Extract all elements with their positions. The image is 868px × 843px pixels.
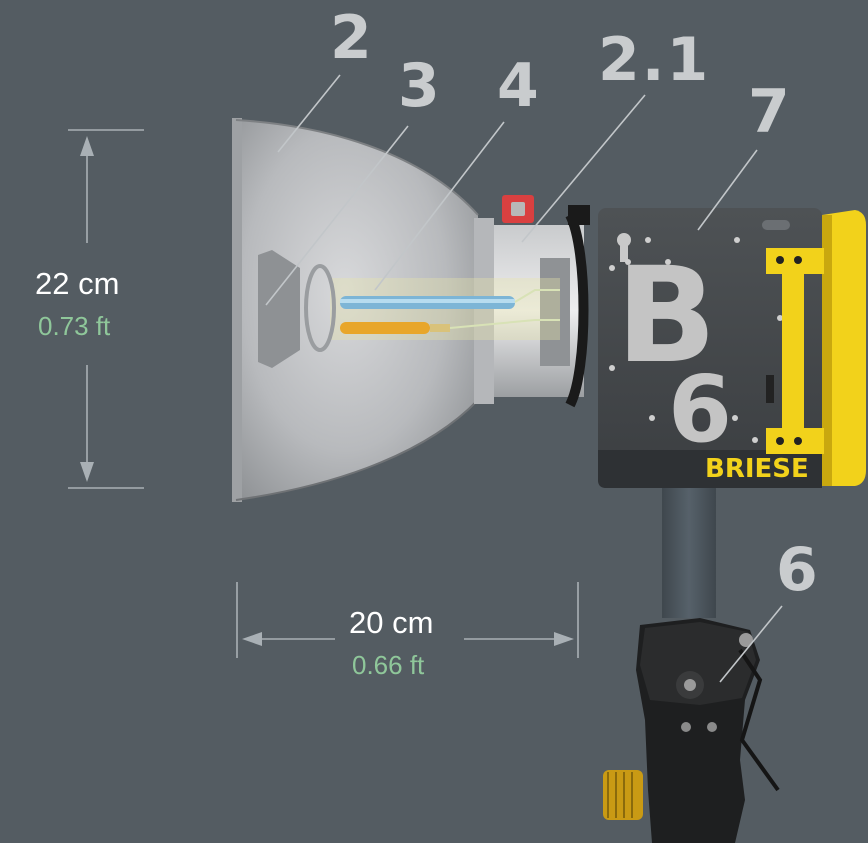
model-letter: B bbox=[616, 239, 717, 393]
head-body bbox=[598, 208, 822, 488]
callout-6: 6 bbox=[776, 535, 820, 605]
height-cm-label: 22 cm bbox=[35, 266, 120, 301]
width-cm-label: 20 cm bbox=[349, 605, 434, 640]
lamp-bulbs bbox=[258, 250, 560, 368]
callout-7: 7 bbox=[748, 77, 792, 147]
lamp-housing-tube bbox=[474, 195, 590, 408]
model-number: 6 bbox=[668, 356, 733, 463]
callout-leaders bbox=[265, 74, 783, 683]
callout-4: 4 bbox=[497, 51, 541, 121]
height-ft-label: 0.73 ft bbox=[38, 311, 111, 341]
width-ft-label: 0.66 ft bbox=[352, 650, 425, 680]
brand-label: BRIESE bbox=[705, 454, 809, 484]
callout-2: 2 bbox=[330, 3, 374, 73]
reflector bbox=[232, 118, 479, 502]
yoke-stem bbox=[662, 488, 716, 618]
callout-2-1: 2.1 bbox=[598, 25, 711, 95]
callout-3: 3 bbox=[398, 51, 442, 121]
yellow-handle bbox=[766, 210, 866, 486]
stand-adapter bbox=[603, 618, 780, 843]
width-dimension bbox=[236, 582, 579, 658]
height-dimension bbox=[68, 129, 144, 489]
